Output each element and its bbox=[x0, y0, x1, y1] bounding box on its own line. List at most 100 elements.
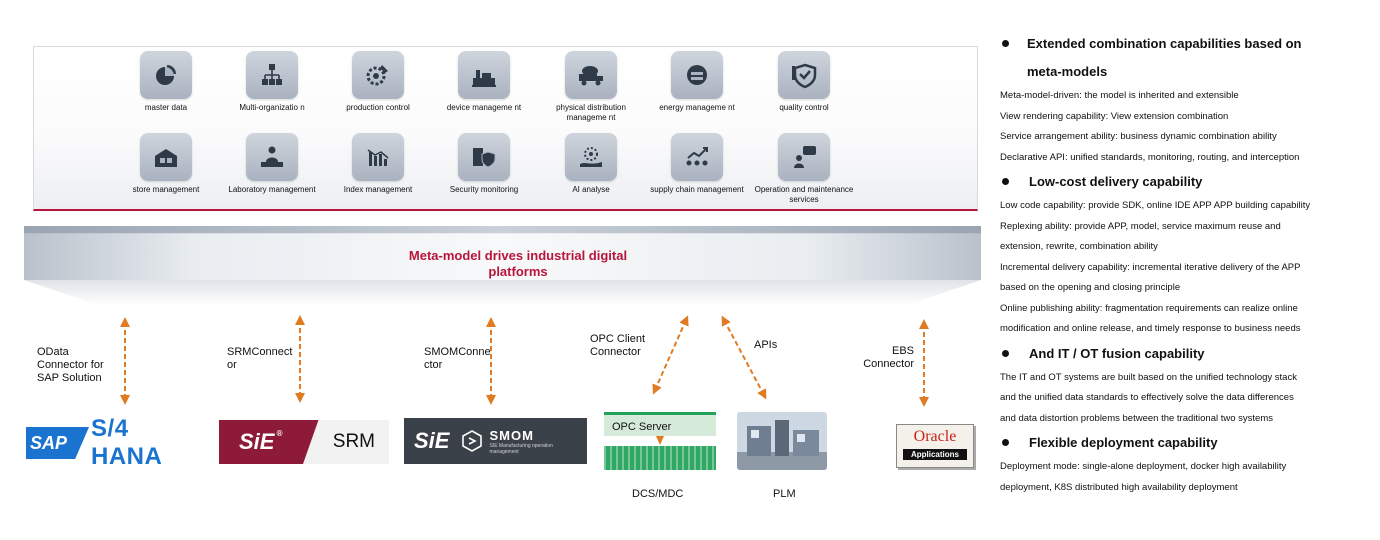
capability-line: based on the opening and closing princip… bbox=[1000, 282, 1181, 293]
ai-hand-icon bbox=[565, 133, 617, 181]
capability-line: View rendering capability: View extensio… bbox=[1000, 110, 1229, 122]
capability-line: Declarative API: unified standards, moni… bbox=[1000, 151, 1300, 163]
sie-smom-logo: SiE SMOM SIE Manufacturing operation man… bbox=[404, 418, 587, 464]
smom-name: SMOM bbox=[489, 427, 534, 443]
module-panel: master data Multi-organizatio n producti… bbox=[33, 46, 978, 211]
capability-line: and data distortion problems between the… bbox=[1000, 412, 1274, 424]
module-label: energy manageme nt bbox=[659, 103, 735, 112]
plm-machine-image bbox=[737, 412, 827, 470]
module-label: supply chain management bbox=[650, 185, 744, 194]
bullet-icon bbox=[1002, 349, 1009, 357]
capability-line: Online publishing ability: fragmentation… bbox=[1000, 302, 1298, 314]
capability-line: and the unified data standards to effect… bbox=[1000, 392, 1294, 403]
module-label: Security monitoring bbox=[449, 185, 519, 194]
connector-label-ebs: EBS Connector bbox=[863, 345, 914, 370]
bullet-icon bbox=[1002, 40, 1009, 47]
module-label: production control bbox=[346, 103, 410, 112]
connector-label-opc: OPC Client Connector bbox=[590, 333, 646, 358]
module-label: Index management bbox=[343, 185, 413, 194]
capability-list: Extended combination capabilities based … bbox=[1000, 30, 1370, 498]
capability-section: Extended combination capabilities based … bbox=[1000, 30, 1370, 168]
module-multi-organization[interactable]: Multi-organizatio n bbox=[222, 51, 322, 113]
opc-server-label: OPC Server bbox=[604, 412, 716, 436]
module-security-monitoring[interactable]: Security monitoring bbox=[434, 133, 534, 195]
capability-line: The IT and OT systems are built based on… bbox=[1000, 371, 1297, 383]
connector-arrows bbox=[120, 315, 929, 407]
module-label: quality control bbox=[779, 103, 829, 112]
capability-heading: Low-cost delivery capability bbox=[1000, 168, 1370, 196]
oracle-name: Oracle bbox=[913, 428, 957, 445]
index-chart-icon bbox=[352, 133, 404, 181]
capability-line: Deployment mode: single-alone deployment… bbox=[1000, 461, 1287, 472]
module-label: Operation and maintenance services bbox=[754, 185, 854, 204]
arrow-opc bbox=[652, 315, 689, 395]
capability-line: Meta-model-driven: the model is inherite… bbox=[1000, 90, 1239, 101]
module-master-data[interactable]: master data bbox=[116, 51, 216, 113]
module-label: Laboratory management bbox=[228, 185, 316, 194]
module-label: Multi-organizatio n bbox=[239, 103, 305, 112]
module-energy-management[interactable]: energy manageme nt bbox=[647, 51, 747, 113]
capability-heading: And IT / OT fusion capability bbox=[1000, 340, 1370, 368]
sap-badge: SAP bbox=[26, 427, 90, 459]
sie-mark: SiE® bbox=[239, 429, 283, 454]
capability-line: modification and online release, and tim… bbox=[1000, 323, 1301, 334]
warehouse-icon bbox=[140, 133, 192, 181]
module-label: master data bbox=[144, 103, 188, 112]
maintenance-chat-icon bbox=[778, 133, 830, 181]
oracle-subtitle: Applications bbox=[903, 449, 967, 460]
module-operation-maintenance[interactable]: Operation and maintenance services bbox=[754, 133, 854, 205]
capability-heading: Extended combination capabilities based … bbox=[1000, 30, 1370, 86]
supply-chain-icon bbox=[671, 133, 723, 181]
capability-line: deployment, K8S distributed high availab… bbox=[1000, 481, 1238, 493]
capability-section: And IT / OT fusion capability The IT and… bbox=[1000, 340, 1370, 430]
capability-line: Incremental delivery capability: increme… bbox=[1000, 261, 1301, 273]
capability-line: Low code capability: provide SDK, online… bbox=[1000, 200, 1311, 211]
truck-icon bbox=[565, 51, 617, 99]
smom-sie-mark: SiE bbox=[414, 428, 450, 453]
plm-machine-icon bbox=[737, 412, 827, 470]
pie-chart-icon bbox=[140, 51, 192, 99]
dcs-caption: DCS/MDC bbox=[632, 488, 684, 500]
connector-label-apis: APIs bbox=[754, 339, 778, 351]
module-ai-analyse[interactable]: AI analyse bbox=[541, 133, 641, 195]
smom-subtitle: SIE Manufacturing operation management bbox=[489, 442, 553, 455]
module-supply-chain[interactable]: supply chain management bbox=[647, 133, 747, 195]
module-label: AI analyse bbox=[572, 185, 610, 194]
capability-line: Service arrangement ability: business dy… bbox=[1000, 131, 1277, 142]
module-physical-distribution[interactable]: physical distribution manageme nt bbox=[541, 51, 641, 123]
bullet-icon bbox=[1002, 439, 1009, 446]
arrow-apis bbox=[721, 315, 767, 400]
module-label: store management bbox=[132, 185, 200, 194]
laboratory-icon bbox=[246, 133, 298, 181]
module-laboratory-management[interactable]: Laboratory management bbox=[222, 133, 322, 195]
bullet-icon bbox=[1002, 178, 1009, 185]
sap-s4hana-logo: SAP S/4 HANA bbox=[26, 415, 204, 470]
module-production-control[interactable]: production control bbox=[328, 51, 428, 113]
shield-tools-icon bbox=[778, 51, 830, 99]
platform-bar-top bbox=[24, 226, 981, 234]
module-device-management[interactable]: device manageme nt bbox=[434, 51, 534, 113]
capability-section: Flexible deployment capability Deploymen… bbox=[1000, 429, 1370, 498]
org-chart-icon bbox=[246, 51, 298, 99]
module-label: device manageme nt bbox=[446, 103, 522, 112]
connector-label-srm: SRMConnect or bbox=[227, 346, 293, 371]
module-label: physical distribution manageme nt bbox=[556, 103, 626, 122]
sie-srm-logo: SiE® SRM bbox=[219, 420, 389, 464]
connector-label-odata: OData Connector for SAP Solution bbox=[37, 346, 104, 384]
module-store-management[interactable]: store management bbox=[116, 133, 216, 195]
module-index-management[interactable]: Index management bbox=[328, 133, 428, 195]
platform-bar-shadow bbox=[24, 280, 981, 306]
opc-server-graphic: OPC Server bbox=[604, 412, 716, 474]
security-shield-icon bbox=[458, 133, 510, 181]
opc-device-bar bbox=[604, 446, 716, 470]
capability-section: Low-cost delivery capability Low code ca… bbox=[1000, 168, 1370, 340]
platform-bar bbox=[24, 233, 981, 280]
plm-caption: PLM bbox=[773, 488, 796, 500]
module-quality-control[interactable]: quality control bbox=[754, 51, 854, 113]
smom-hex-icon bbox=[462, 430, 483, 452]
capability-line: Replexing ability: provide APP, model, s… bbox=[1000, 220, 1281, 232]
oracle-applications-logo: Oracle Applications bbox=[896, 424, 974, 468]
factory-device-icon bbox=[458, 51, 510, 99]
platform-title: Meta-model drives industrial digital pla… bbox=[408, 248, 628, 279]
srm-name: SRM bbox=[303, 420, 389, 464]
